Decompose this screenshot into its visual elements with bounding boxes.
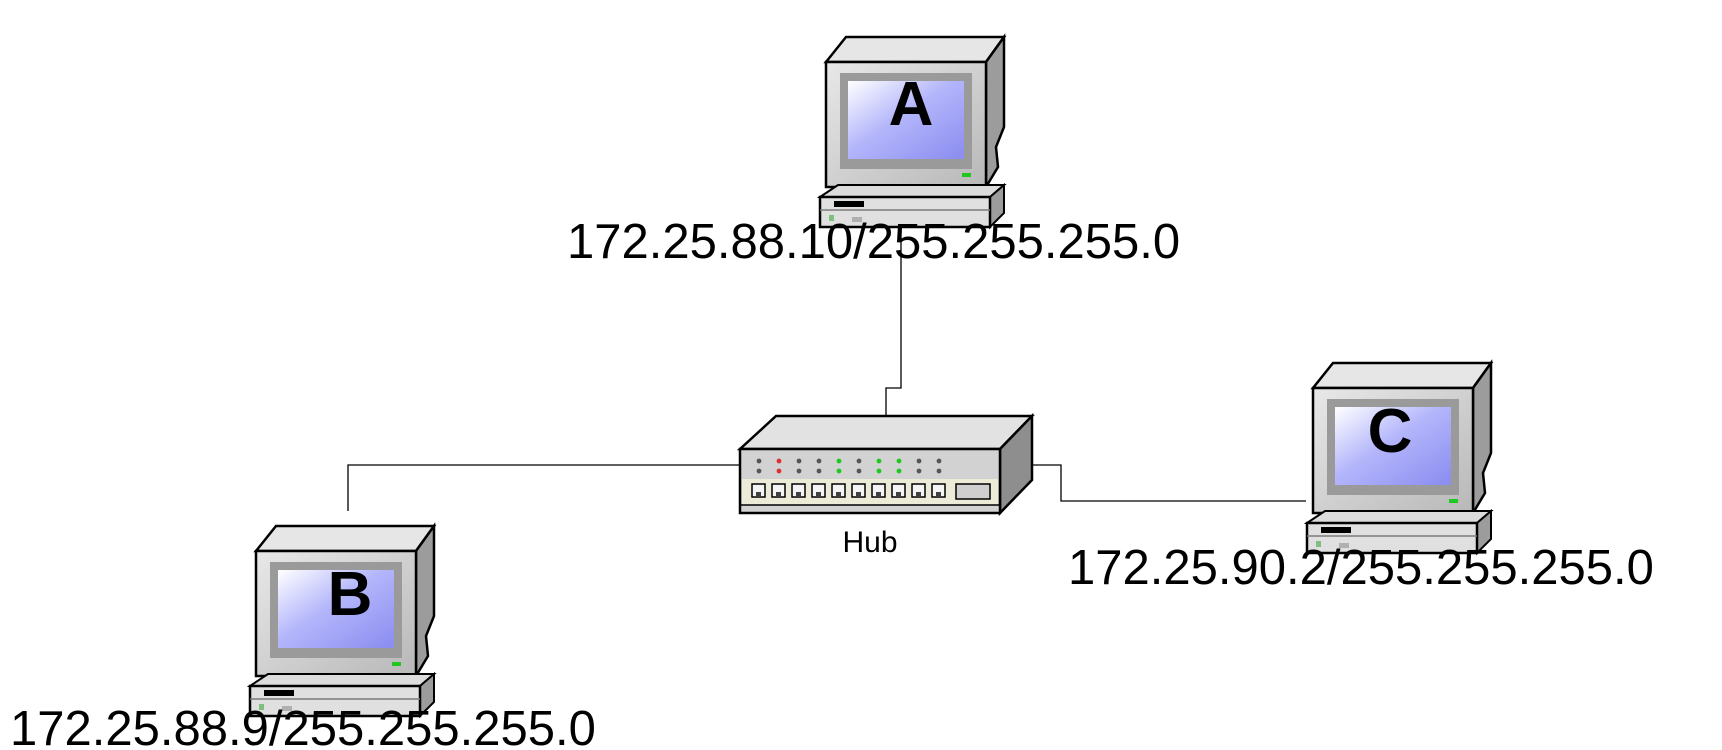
- computer-c[interactable]: C: [1305, 361, 1493, 555]
- ip-address-label: 172.25.90.2/255.255.255.0: [1068, 541, 1654, 595]
- link-b-hub: [347, 464, 740, 511]
- computer-letter: C: [1368, 397, 1413, 466]
- computer-b[interactable]: B: [248, 524, 436, 718]
- ip-address-label: 172.25.88.9/255.255.255.0: [10, 702, 596, 750]
- computer-letter: B: [328, 560, 373, 629]
- hub-label: Hub: [842, 526, 897, 559]
- link-a-hub: [885, 121, 902, 432]
- computer-letter: A: [889, 70, 934, 139]
- hub-leds: [756, 458, 942, 474]
- ip-address-label: 172.25.88.10/255.255.255.0: [567, 215, 1180, 269]
- hub-ports: [751, 483, 991, 500]
- connections: [347, 121, 1306, 511]
- hub-device[interactable]: [736, 412, 1035, 517]
- link-c-hub: [1030, 464, 1306, 502]
- computer-a[interactable]: A: [818, 35, 1006, 229]
